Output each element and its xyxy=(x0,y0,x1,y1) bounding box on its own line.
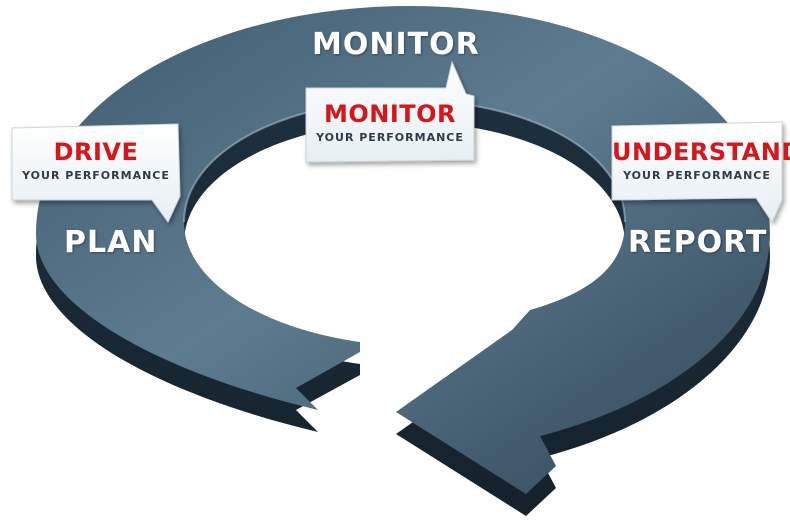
callout-understand-subtitle: YOUR PERFORMANCE xyxy=(623,169,771,182)
callout-left-box xyxy=(11,123,181,223)
callout-right-box xyxy=(611,121,783,224)
callout-monitor-title: MONITOR xyxy=(323,100,457,128)
ring-label-plan: PLAN xyxy=(64,225,158,260)
callout-drive: DRIVE YOUR PERFORMANCE xyxy=(14,140,178,181)
callout-drive-subtitle: YOUR PERFORMANCE xyxy=(22,169,170,182)
ring-label-monitor: MONITOR xyxy=(312,27,480,62)
callout-monitor: MONITOR YOUR PERFORMANCE xyxy=(306,102,474,143)
callout-understand-title: UNDERSTAND xyxy=(612,138,790,166)
ring-surface xyxy=(36,6,770,494)
callout-understand: UNDERSTAND YOUR PERFORMANCE xyxy=(612,138,790,182)
callout-monitor-subtitle: YOUR PERFORMANCE xyxy=(316,131,464,144)
callout-center-box xyxy=(305,60,475,163)
callout-drive-title: DRIVE xyxy=(53,138,139,166)
ring-label-report: REPORT xyxy=(628,225,768,260)
